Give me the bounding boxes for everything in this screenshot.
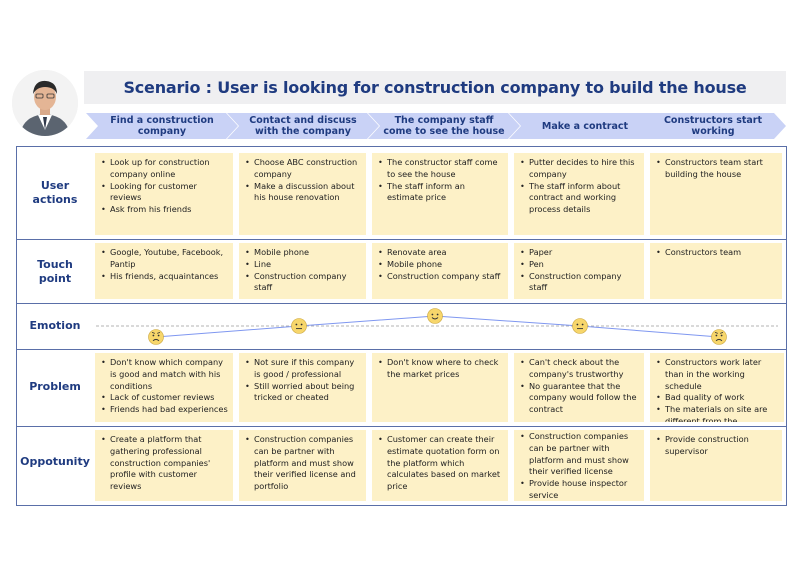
list-item: Provide house inspector service bbox=[519, 478, 639, 501]
list-item: Bad quality of work bbox=[655, 392, 779, 404]
cell-opportunity-2: Construction companies can be partner wi… bbox=[239, 430, 366, 501]
persona-avatar bbox=[12, 70, 78, 136]
list-item: The staff inform about contract and work… bbox=[519, 181, 639, 216]
stage-start-working: Constructors start working bbox=[640, 113, 786, 139]
list-item: No guarantee that the company would foll… bbox=[519, 381, 639, 416]
cell-user-actions-1: Look up for construction company onlineL… bbox=[95, 153, 233, 235]
list-item: Construction company staff bbox=[244, 271, 361, 295]
list-item: Constructors work later than in the work… bbox=[655, 357, 779, 392]
list-item: The materials on site are different from… bbox=[655, 404, 779, 422]
list-item: His friends, acquaintances bbox=[100, 271, 228, 283]
list-item: Putter decides to hire this company bbox=[519, 157, 639, 181]
journey-map-frame bbox=[16, 146, 787, 506]
list-item: Don't know where to check the market pri… bbox=[377, 357, 503, 381]
cell-touch-point-2: Mobile phoneLineConstruction company sta… bbox=[239, 243, 366, 299]
list-item: Construction companies can be partner wi… bbox=[244, 434, 361, 493]
cell-problem-5: Constructors work later than in the work… bbox=[650, 353, 784, 422]
cell-touch-point-3: Renovate areaMobile phoneConstruction co… bbox=[372, 243, 508, 299]
cell-opportunity-1: Create a platform that gathering profess… bbox=[95, 430, 233, 501]
list-item: Constructors team start building the hou… bbox=[655, 157, 777, 181]
list-item: Construction company staff bbox=[519, 271, 639, 295]
list-item: Ask from his friends bbox=[100, 204, 228, 216]
scenario-title: Scenario : User is looking for construct… bbox=[123, 78, 747, 97]
list-item: Pen bbox=[519, 259, 639, 271]
list-item: Construction company staff bbox=[377, 271, 503, 283]
row-divider bbox=[16, 239, 787, 241]
stage-staff-visit: The company staff come to see the house bbox=[368, 113, 520, 139]
cell-user-actions-2: Choose ABC construction companyMake a di… bbox=[239, 153, 366, 235]
row-label-user-actions: User actions bbox=[32, 178, 78, 206]
row-label-problem: Problem bbox=[29, 380, 81, 393]
cell-opportunity-3: Customer can create their estimate quota… bbox=[372, 430, 508, 501]
row-divider bbox=[16, 303, 787, 305]
list-item: Customer can create their estimate quota… bbox=[377, 434, 503, 493]
stage-contact-company: Contact and discuss with the company bbox=[227, 113, 379, 139]
list-item: Looking for customer reviews bbox=[100, 181, 228, 205]
list-item: Create a platform that gathering profess… bbox=[100, 434, 228, 493]
row-label-opportunity: Oppotunity bbox=[20, 455, 90, 468]
list-item: The constructor staff come to see the ho… bbox=[377, 157, 503, 181]
cell-touch-point-1: Google, Youtube, Facebook, PantipHis fri… bbox=[95, 243, 233, 299]
stage-find-company: Find a construction company bbox=[86, 113, 238, 139]
list-item: Not sure if this company is good / profe… bbox=[244, 357, 361, 381]
list-item: Line bbox=[244, 259, 361, 271]
row-label-touch-point: Touch point bbox=[37, 258, 73, 285]
list-item: Provide construction supervisor bbox=[655, 434, 777, 458]
row-divider bbox=[16, 426, 787, 428]
cell-problem-4: Can't check about the company's trustwor… bbox=[514, 353, 644, 422]
cell-touch-point-5: Constructors team bbox=[650, 243, 782, 299]
cell-user-actions-5: Constructors team start building the hou… bbox=[650, 153, 782, 235]
list-item: Mobile phone bbox=[244, 247, 361, 259]
cell-user-actions-3: The constructor staff come to see the ho… bbox=[372, 153, 508, 235]
cell-problem-3: Don't know where to check the market pri… bbox=[372, 353, 508, 422]
row-label-emotion: Emotion bbox=[29, 319, 81, 332]
list-item: Construction companies can be partner wi… bbox=[519, 431, 639, 478]
cell-problem-1: Don't know which company is good and mat… bbox=[95, 353, 233, 422]
list-item: Paper bbox=[519, 247, 639, 259]
list-item: Constructors team bbox=[655, 247, 777, 259]
list-item: Friends had bad experiences bbox=[100, 404, 228, 416]
list-item: Mobile phone bbox=[377, 259, 503, 271]
cell-touch-point-4: PaperPenConstruction company staff bbox=[514, 243, 644, 299]
stage-make-contract: Make a contract bbox=[509, 113, 661, 139]
row-divider bbox=[16, 349, 787, 351]
list-item: Lack of customer reviews bbox=[100, 392, 228, 404]
list-item: Choose ABC construction company bbox=[244, 157, 361, 181]
cell-problem-2: Not sure if this company is good / profe… bbox=[239, 353, 366, 422]
list-item: Google, Youtube, Facebook, Pantip bbox=[100, 247, 228, 271]
list-item: Still worried about being tricked or che… bbox=[244, 381, 361, 405]
scenario-title-bar: Scenario : User is looking for construct… bbox=[84, 71, 786, 104]
list-item: Look up for construction company online bbox=[100, 157, 228, 181]
list-item: Make a discussion about his house renova… bbox=[244, 181, 361, 205]
cell-opportunity-4: Construction companies can be partner wi… bbox=[514, 430, 644, 501]
list-item: Renovate area bbox=[377, 247, 503, 259]
list-item: The staff inform an estimate price bbox=[377, 181, 503, 205]
cell-opportunity-5: Provide construction supervisor bbox=[650, 430, 782, 501]
list-item: Don't know which company is good and mat… bbox=[100, 357, 228, 392]
list-item: Can't check about the company's trustwor… bbox=[519, 357, 639, 381]
